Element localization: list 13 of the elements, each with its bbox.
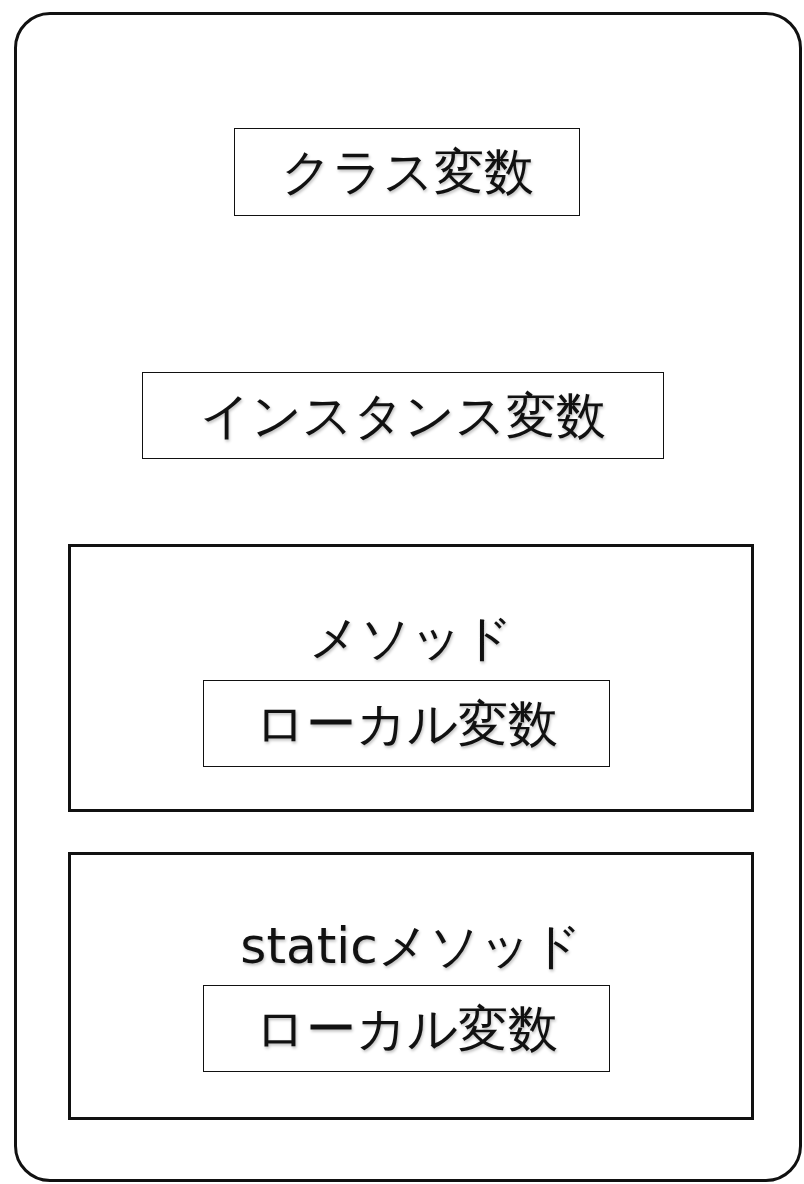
variable-label: インスタンス変数 bbox=[200, 390, 606, 441]
group-title: staticメソッド bbox=[240, 921, 582, 971]
variable-label: ローカル変数 bbox=[255, 698, 558, 749]
group-title: メソッド bbox=[309, 613, 513, 663]
variable-box bbox=[234, 128, 580, 216]
group-box bbox=[68, 544, 754, 812]
variable-box bbox=[142, 372, 664, 459]
variable-box bbox=[203, 680, 610, 767]
container-box bbox=[14, 12, 802, 1182]
variable-label: クラス変数 bbox=[280, 147, 534, 197]
variable-label: ローカル変数 bbox=[255, 1003, 558, 1054]
variable-box bbox=[203, 985, 610, 1072]
group-box bbox=[68, 852, 754, 1120]
